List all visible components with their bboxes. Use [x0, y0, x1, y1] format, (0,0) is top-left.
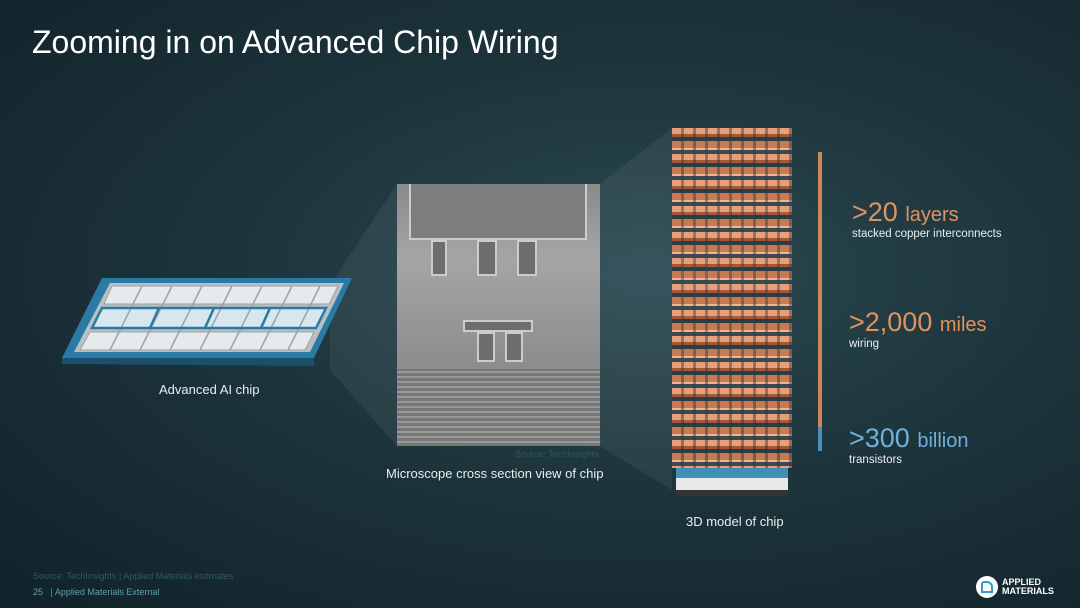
stat-desc: wiring: [849, 338, 880, 350]
footer-source: Source: TechInsights | Applied Materials…: [33, 571, 234, 581]
image-source-credit: Source: TechInsights: [515, 449, 599, 459]
chip-label: Advanced AI chip: [159, 382, 260, 397]
stat-transistors: >300 billion transistors: [849, 423, 969, 466]
3d-chip-model-illustration: [672, 128, 792, 503]
stat-value: >300: [849, 423, 910, 453]
layers-scale-bar: [818, 152, 822, 427]
stat-unit: layers: [905, 204, 959, 226]
stat-value: >2,000: [849, 307, 933, 337]
logo-text: APPLIED MATERIALS: [1002, 577, 1054, 596]
stat-miles: >2,000 miles wiring: [849, 307, 987, 350]
microscope-cross-section-image: [397, 184, 600, 446]
microscope-label: Microscope cross section view of chip: [386, 466, 604, 481]
logo-icon: [976, 576, 998, 598]
classification: | Applied Materials External: [50, 587, 160, 597]
model-label: 3D model of chip: [686, 514, 784, 529]
stat-value: >20: [852, 197, 898, 227]
stat-unit: miles: [939, 314, 987, 336]
slide-title: Zooming in on Advanced Chip Wiring: [32, 24, 559, 60]
ai-chip-illustration: [62, 278, 352, 366]
footer-info: 25 | Applied Materials External: [33, 587, 159, 597]
stat-unit: billion: [917, 430, 969, 452]
stat-desc: transistors: [849, 454, 903, 466]
applied-materials-logo: APPLIED MATERIALS: [976, 576, 1054, 598]
stat-desc: stacked copper interconnects: [852, 228, 1002, 240]
stat-layers: >20 layers stacked copper interconnects: [852, 197, 1002, 240]
page-number: 25: [33, 587, 44, 597]
transistors-scale-bar: [818, 427, 822, 451]
